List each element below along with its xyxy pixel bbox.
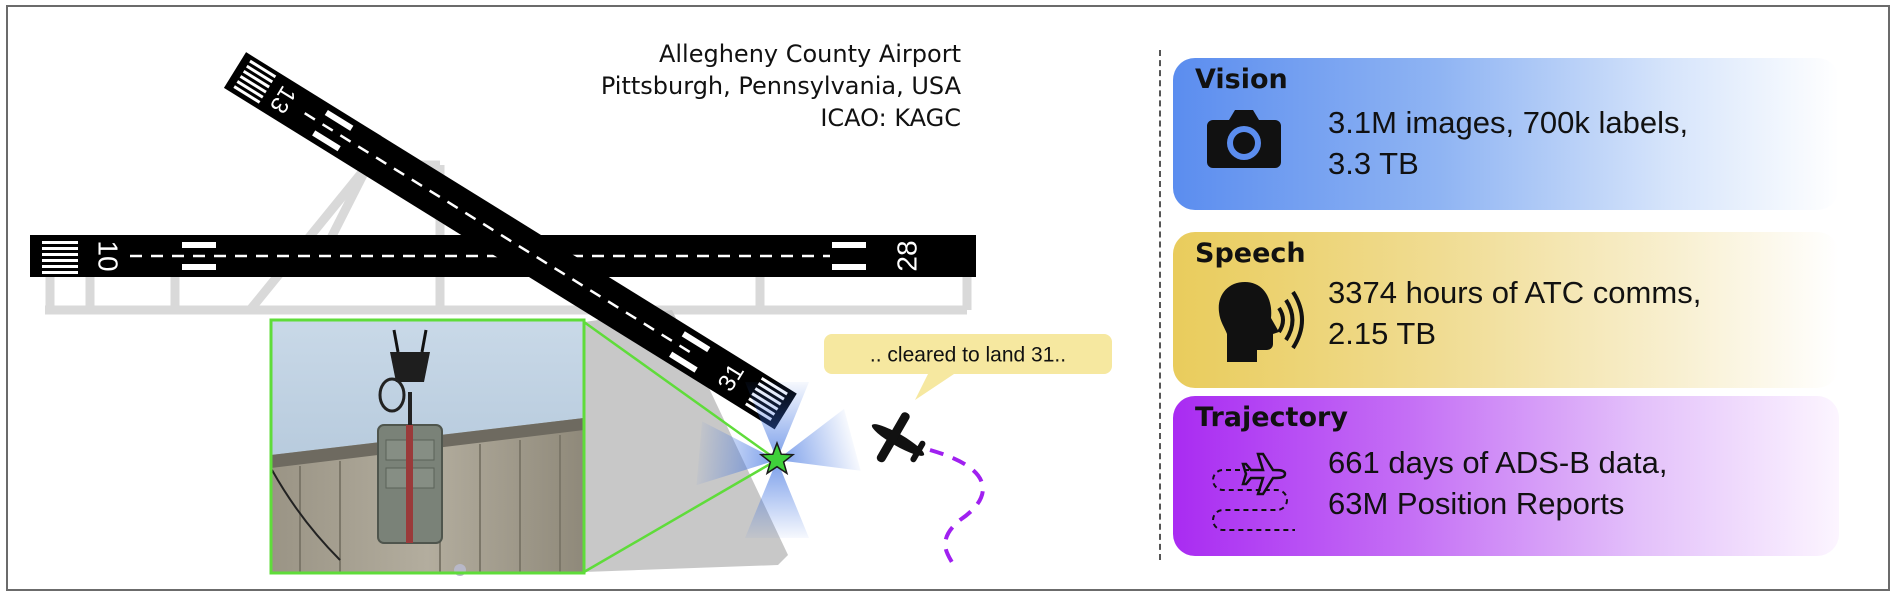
speech-card: Speech 3374 hours of ATC comms, 2.15 TB <box>1173 232 1839 388</box>
camera-icon <box>1207 110 1281 168</box>
radio-callout-bubble: .. cleared to land 31.. <box>824 334 1112 400</box>
camera-coverage-beams <box>696 382 861 538</box>
aiming-marker <box>669 351 698 373</box>
speech-stats-line1: 3374 hours of ATC comms, <box>1328 275 1702 310</box>
aiming-marker <box>832 242 866 248</box>
section-divider <box>1159 50 1161 560</box>
coverage-beam-north <box>745 382 809 460</box>
airport-icao: ICAO: KAGC <box>820 104 961 132</box>
trajectory-stats-line1: 661 days of ADS-B data, <box>1328 445 1668 480</box>
vision-title: Vision <box>1195 64 1288 95</box>
runway-number-28: 28 <box>892 240 923 271</box>
aiming-marker <box>681 331 711 353</box>
coverage-beam-east <box>777 408 861 471</box>
aiming-marker <box>832 264 866 270</box>
trajectory-title: Trajectory <box>1195 402 1348 433</box>
airport-info: Allegheny County Airport Pittsburgh, Pen… <box>601 38 961 134</box>
threshold-markings-10 <box>42 241 78 274</box>
radio-callout-text: .. cleared to land 31.. <box>870 344 1066 367</box>
airplane-icon <box>871 412 926 463</box>
zoom-line <box>583 320 778 462</box>
aiming-marker <box>312 130 341 152</box>
flight-path-icon <box>1212 452 1295 531</box>
airport-location: Pittsburgh, Pennsylvania, USA <box>600 72 961 100</box>
vision-stats-line2: 3.3 TB <box>1328 146 1419 181</box>
flight-path-trail <box>929 448 985 571</box>
sensor-photo <box>271 320 584 576</box>
speaking-head-icon <box>1218 282 1304 362</box>
aiming-marker <box>182 264 216 270</box>
trajectory-stats-line2: 63M Position Reports <box>1328 486 1625 521</box>
coverage-beam-south <box>745 460 809 538</box>
vision-card: Vision 3.1M images, 700k labels, 3.3 TB <box>1173 58 1839 210</box>
threshold-markings-13 <box>233 59 277 104</box>
trajectory-card: Trajectory 661 days of ADS-B data, 63M P… <box>1173 396 1839 556</box>
speech-title: Speech <box>1195 238 1306 269</box>
runway-centerline <box>304 112 693 355</box>
camera-unit <box>390 352 430 382</box>
airport-name: Allegheny County Airport <box>658 40 961 68</box>
sensor-star-icon <box>758 440 796 476</box>
camera-view-shadow <box>584 310 788 572</box>
angled-taxiway <box>325 162 373 243</box>
vision-stats-line1: 3.1M images, 700k labels, <box>1328 105 1689 140</box>
zoom-line <box>583 458 778 574</box>
speech-stats-line2: 2.15 TB <box>1328 316 1437 351</box>
aiming-marker <box>324 109 354 131</box>
coverage-beam-west <box>696 421 777 486</box>
photo-frame <box>269 318 586 575</box>
runway-number-10: 10 <box>93 240 124 271</box>
aiming-marker <box>182 242 216 248</box>
